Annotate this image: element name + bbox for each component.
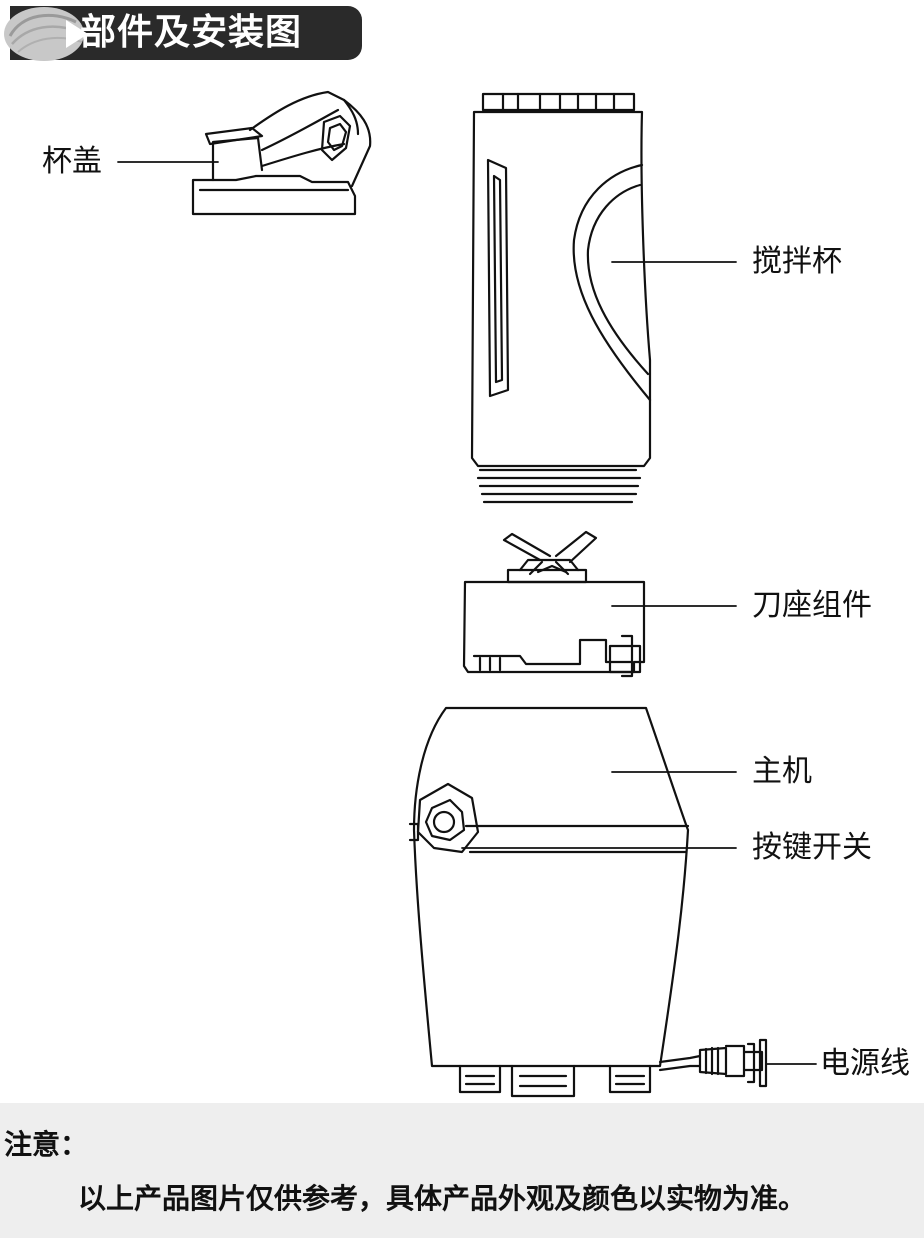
cup-drawing bbox=[470, 92, 652, 504]
leaf-swirl-icon bbox=[4, 7, 88, 61]
label-power-cord: 电源线 bbox=[820, 1046, 910, 1081]
blade-assembly-drawing bbox=[462, 530, 646, 678]
note-title: 注意： bbox=[4, 1128, 89, 1161]
note-box: 注意： 以上产品图片仅供参考，具体产品外观及颜色以实物为准。 bbox=[0, 1103, 924, 1238]
label-base: 主机 bbox=[752, 754, 812, 789]
label-switch: 按键开关 bbox=[752, 830, 872, 865]
page-title: 部件及安装图 bbox=[80, 12, 303, 53]
leader-lines bbox=[117, 161, 817, 1065]
base-drawing bbox=[408, 706, 768, 1098]
label-cup: 搅拌杯 bbox=[752, 244, 842, 279]
assembly-diagram bbox=[117, 90, 817, 1098]
label-lid: 杯盖 bbox=[42, 144, 102, 179]
lid-drawing bbox=[191, 90, 372, 216]
label-blade-assembly: 刀座组件 bbox=[752, 588, 872, 623]
note-text: 以上产品图片仅供参考，具体产品外观及颜色以实物为准。 bbox=[78, 1182, 807, 1215]
